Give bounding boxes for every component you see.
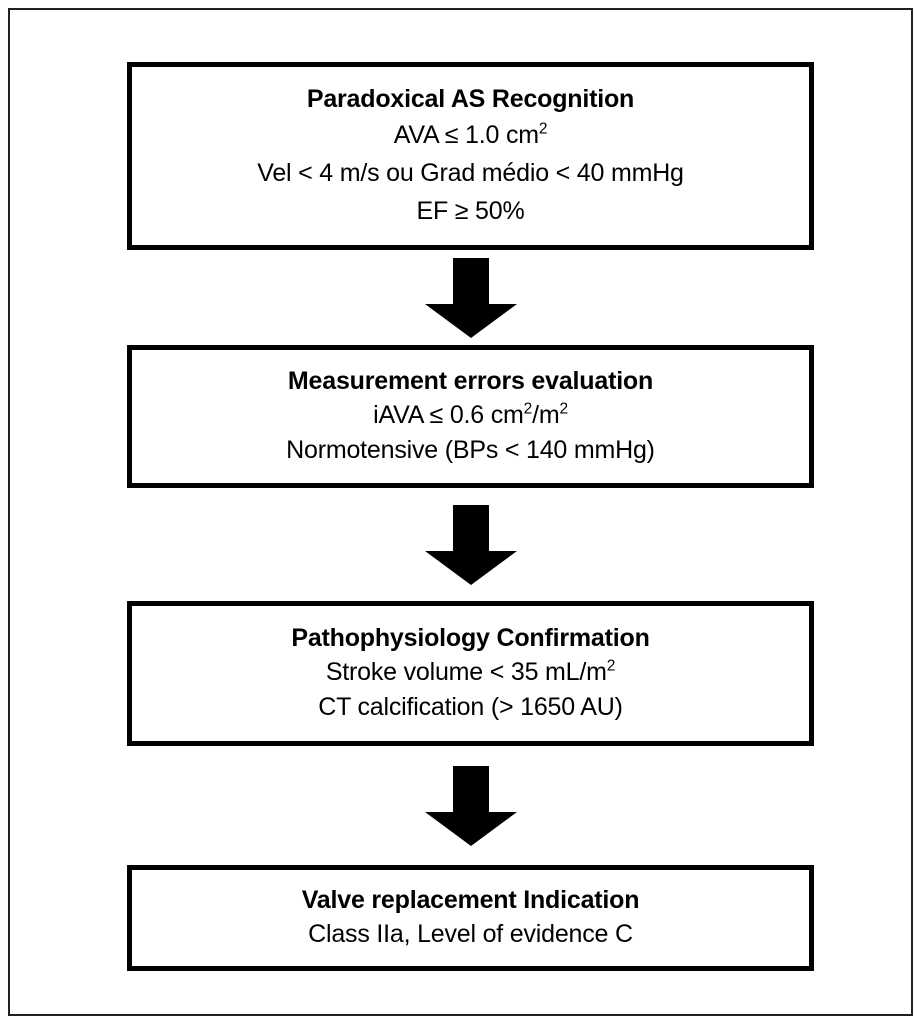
superscript: 2 [538,120,548,138]
node-line: Normotensive (BPs < 140 mmHg) [286,436,655,464]
arrow-3-container [127,746,814,865]
superscript: 2 [606,657,616,675]
node-line-text: Stroke volume < 35 mL/m [325,657,607,686]
arrow-2-container [127,488,814,601]
node-line-text: AVA ≤ 1.0 cm [393,120,539,149]
flow-node-pathophysiology-confirmation: Pathophysiology Confirmation Stroke volu… [127,601,814,746]
node-line: Vel < 4 m/s ou Grad médio < 40 mmHg [257,158,684,187]
node-line: Stroke volume < 35 mL/m2 [325,655,616,691]
superscript-2: 2 [559,400,568,418]
node-line-text: iAVA ≤ 0.6 cm [373,400,524,429]
node-line: EF ≥ 50% [416,196,525,225]
node-title: Pathophysiology Confirmation [291,623,650,652]
node-line: Class IIa, Level of evidence C [308,920,633,948]
node-line: CT calcification (> 1650 AU) [318,693,623,721]
node-line: AVA ≤ 1.0 cm2 [394,116,548,154]
node-title: Measurement errors evaluation [287,366,654,395]
node-title: Paradoxical AS Recognition [306,84,635,113]
figure-frame: Paradoxical AS Recognition AVA ≤ 1.0 cm2… [8,8,913,1016]
arrow-1-container [127,250,814,345]
node-line-text-2: /m [532,400,560,429]
node-line: iAVA ≤ 0.6 cm2/m2 [373,398,568,434]
node-title: Valve replacement Indication [301,886,640,914]
superscript: 2 [523,400,533,418]
flowchart: Paradoxical AS Recognition AVA ≤ 1.0 cm2… [127,62,814,971]
down-arrow-icon [424,257,517,338]
flow-node-valve-replacement-indication: Valve replacement Indication Class IIa, … [127,865,814,971]
flow-node-paradoxical-as-recognition: Paradoxical AS Recognition AVA ≤ 1.0 cm2… [127,62,814,250]
down-arrow-icon [424,765,517,846]
down-arrow-icon [424,504,517,585]
flow-node-measurement-errors-evaluation: Measurement errors evaluation iAVA ≤ 0.6… [127,345,814,488]
